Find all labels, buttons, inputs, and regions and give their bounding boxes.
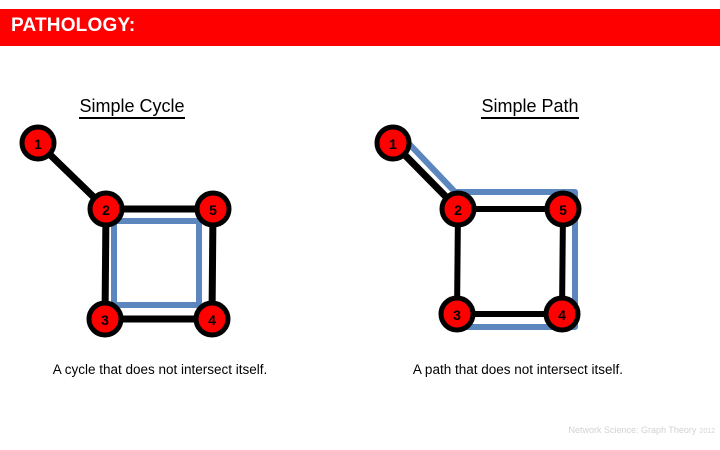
node-2[interactable]: 2 [439, 190, 477, 228]
node-1[interactable]: 1 [374, 124, 412, 162]
node-1[interactable]: 1 [19, 124, 57, 162]
node-label-4: 4 [558, 307, 566, 323]
highlight-cycle-rect [111, 218, 202, 308]
panel-caption-simple-path: A path that does not intersect itself. [412, 362, 624, 377]
node-label-1: 1 [389, 136, 397, 152]
watermark-text: Network Science: Graph Theory [568, 425, 697, 435]
node-label-3: 3 [453, 307, 461, 323]
node-label-3: 3 [101, 312, 109, 328]
graph-nodes-cycle: 1 2 5 3 4 [19, 124, 232, 338]
panel-title-text: Simple Cycle [79, 96, 185, 119]
node-label-5: 5 [209, 202, 217, 218]
node-3[interactable]: 3 [86, 300, 124, 338]
node-5[interactable]: 5 [544, 190, 582, 228]
node-label-4: 4 [208, 312, 216, 328]
header-band [0, 9, 720, 46]
graph-simple-path: 1 2 5 3 4 [374, 124, 582, 333]
highlight-path-trace [391, 125, 578, 331]
panel-title-text: Simple Path [481, 96, 579, 119]
page-title: PATHOLOGY: [11, 15, 136, 36]
node-label-2: 2 [102, 202, 110, 218]
highlight-path-polyline [392, 126, 578, 330]
node-5[interactable]: 5 [194, 190, 232, 228]
node-label-1: 1 [34, 136, 42, 152]
graph-edges-path [390, 140, 566, 317]
node-2[interactable]: 2 [87, 190, 125, 228]
node-3[interactable]: 3 [438, 295, 476, 333]
highlight-cycle-path [111, 218, 202, 308]
panel-simple-cycle: Simple Cycle 1 2 5 [0, 60, 360, 420]
panel-title-simple-cycle: Simple Cycle [0, 96, 312, 119]
node-4[interactable]: 4 [543, 295, 581, 333]
node-label-2: 2 [454, 202, 462, 218]
panel-title-simple-path: Simple Path [350, 96, 710, 119]
watermark-suffix: 2012 [699, 428, 715, 435]
node-4[interactable]: 4 [193, 300, 231, 338]
panel-simple-path: Simple Path 1 2 [360, 60, 720, 420]
graph-nodes-path: 1 2 5 3 4 [374, 124, 582, 333]
graph-simple-cycle: 1 2 5 3 4 [19, 124, 232, 338]
node-label-5: 5 [559, 202, 567, 218]
graph-edges-cycle [35, 140, 217, 323]
panel-caption-simple-cycle: A cycle that does not intersect itself. [52, 362, 268, 377]
